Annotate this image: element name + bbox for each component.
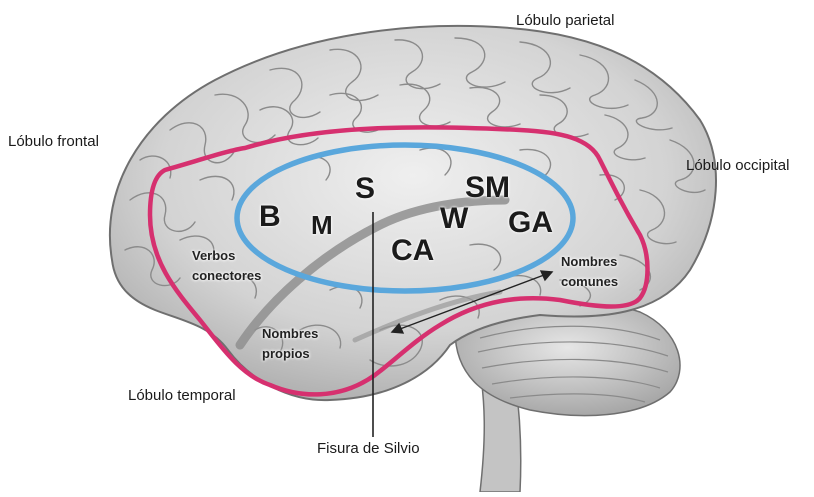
verbos-line-1: Verbos: [192, 246, 261, 266]
comunes-line-1: Nombres: [561, 252, 618, 272]
label-verbos-conectores: Verbos conectores: [192, 246, 261, 286]
label-occipital-lobe: Lóbulo occipital: [686, 157, 789, 174]
area-ga: GA: [508, 208, 553, 238]
label-nombres-propios: Nombres propios: [262, 324, 318, 364]
label-frontal-lobe: Lóbulo frontal: [8, 133, 99, 150]
propios-line-2: propios: [262, 344, 318, 364]
area-m: M: [311, 212, 333, 238]
area-s: S: [355, 174, 375, 204]
area-sm: SM: [465, 173, 510, 203]
propios-line-1: Nombres: [262, 324, 318, 344]
verbos-line-2: conectores: [192, 266, 261, 286]
area-b: B: [259, 202, 281, 232]
area-w: W: [440, 204, 468, 234]
comunes-line-2: comunes: [561, 272, 618, 292]
label-parietal-lobe: Lóbulo parietal: [516, 12, 614, 29]
area-ca: CA: [391, 236, 434, 266]
label-temporal-lobe: Lóbulo temporal: [128, 387, 236, 404]
label-sylvian-fissure: Fisura de Silvio: [317, 440, 420, 457]
label-nombres-comunes: Nombres comunes: [561, 252, 618, 292]
